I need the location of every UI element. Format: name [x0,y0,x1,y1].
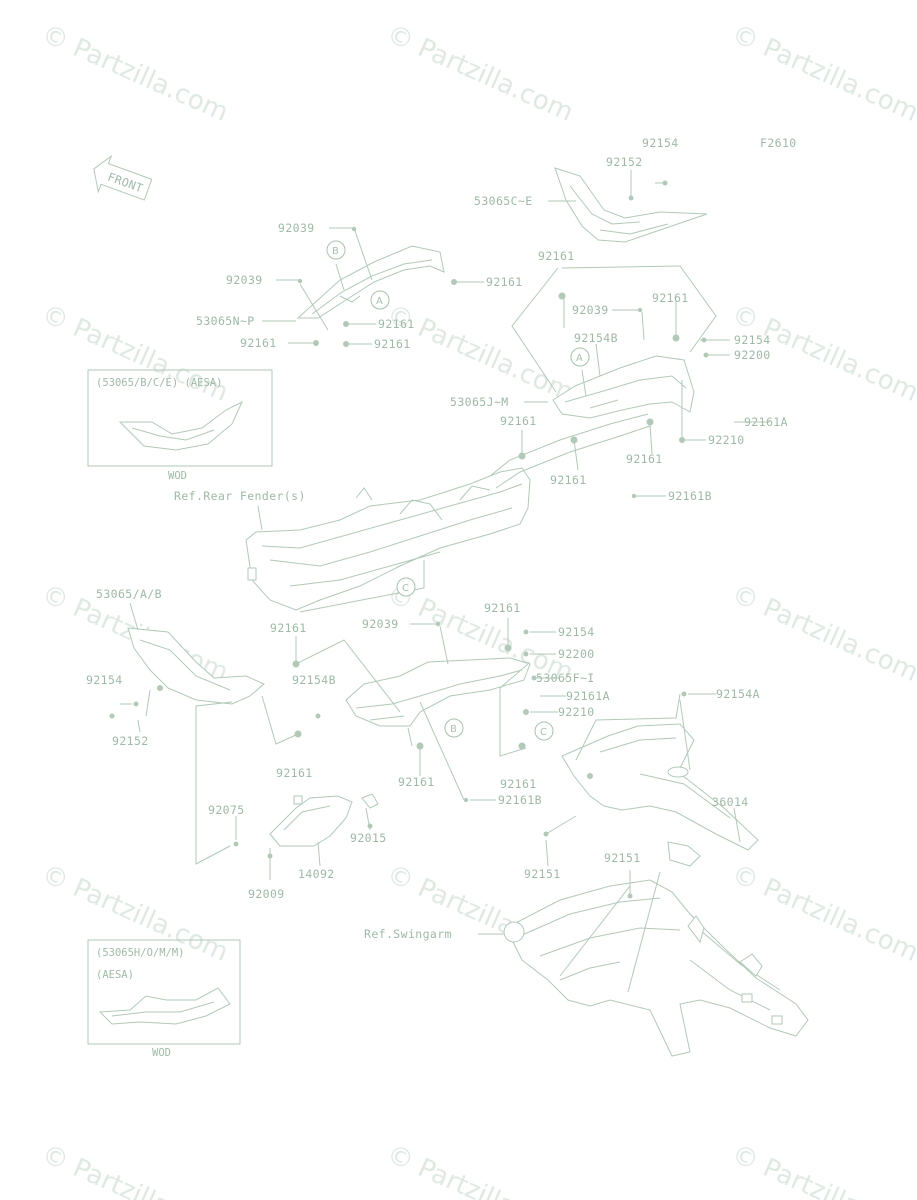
part-label: 92152 [606,155,643,169]
part-label: 53065N~P [196,314,255,328]
part-label: 92161B [498,793,542,807]
part-label: 92161 [270,621,307,635]
watermark-text: © Partzilla.com [727,19,917,128]
watermark-text: © Partzilla.com [382,299,577,408]
fastener-markers [109,180,709,899]
callout-c-upper: C [396,577,416,597]
part-label: 92154B [292,673,336,687]
watermark-text: © Partzilla.com [382,19,577,128]
part-label: 92039 [226,273,263,287]
ref-rear-fender-label: Ref.Rear Fender(s) [174,489,306,503]
part-label: 92161 [398,775,435,789]
part-label: 92161 [484,601,521,615]
part-label: 92161 [374,337,411,351]
part-label: 92154 [734,333,771,347]
watermark-text: © Partzilla.com [727,859,917,968]
watermark-text: © Partzilla.com [37,1139,232,1200]
part-label: 92161 [486,275,523,289]
part-label: 92161 [378,317,415,331]
callout-a-upper: A [370,290,390,310]
svg-text:C: C [540,727,547,738]
part-label: 92161 [500,414,537,428]
part-label: 92039 [572,303,609,317]
part-label: 92151 [524,867,561,881]
part-label: 92161 [550,473,587,487]
part-label: 92154 [558,625,595,639]
part-label: 53065/A/B [96,587,162,601]
part-label: 92039 [362,617,399,631]
part-label: 92210 [558,705,595,719]
svg-text:B: B [450,724,457,735]
callout-b-lower: B [444,718,464,738]
part-label: 92161 [652,291,689,305]
watermark-text: © Partzilla.com [37,19,232,128]
part-label: 92161 [626,452,663,466]
part-label: 92161A [744,415,788,429]
inset-box-lower-title: (53065H/O/M/M) [96,947,185,959]
inset-box-upper-title: (53065/B/C/E) (AESA) [96,377,222,389]
part-label: 92200 [734,348,771,362]
rear-frame-swingarm [503,879,809,1057]
part-label: 92154B [574,331,618,345]
part-label: 92015 [350,831,387,845]
seat-cowl-center [552,355,695,419]
side-cover-lower-left [127,627,265,705]
part-label: 36014 [712,795,749,809]
part-label: 92154A [716,687,760,701]
part-label: 53065F~I [536,671,595,685]
part-label: 92154 [642,136,679,150]
part-label: 92161 [500,777,537,791]
leader-lines [120,170,770,993]
part-label: 92152 [112,734,149,748]
side-cover-upper-left [296,245,445,319]
part-label: 92161B [668,489,712,503]
part-label: 92151 [604,851,641,865]
svg-text:A: A [576,353,583,364]
part-labels: 92154 92152 53065C~E 92039 92161 92039 5… [86,136,788,901]
svg-text:B: B [332,246,339,257]
battery-case [269,793,379,847]
part-label: 92075 [208,803,245,817]
part-label: 92210 [708,433,745,447]
part-label: 53065C~E [474,194,533,208]
part-label: 92039 [278,221,315,235]
callout-c-lower: C [534,721,554,741]
watermark-text: © Partzilla.com [382,1139,577,1200]
rear-fender-frame [245,413,651,611]
svg-text:A: A [376,296,383,307]
inset-box-upper-footer: WOD [168,470,187,482]
figure-code: F2610 [760,136,797,150]
part-label: 92161A [566,689,610,703]
seat-cover-upper [554,167,708,243]
part-label: 92009 [248,887,285,901]
ref-swingarm-label: Ref.Swingarm [364,927,452,941]
inset-box-aesa-upper: (53065/B/C/E) (AESA) WOD [87,369,273,482]
part-label: 53065J~M [450,395,509,409]
part-label: 14092 [298,867,335,881]
part-label: 92154 [86,673,123,687]
inset-box-lower-subtitle: (AESA) [96,969,134,981]
part-label: 92161 [538,249,575,263]
inset-box-aesa-lower: (53065H/O/M/M) (AESA) WOD [87,939,241,1059]
part-label: 92200 [558,647,595,661]
part-label: 92161 [240,336,277,350]
svg-text:C: C [402,583,409,594]
inset-box-lower-footer: WOD [152,1047,171,1059]
part-label: 92161 [276,766,313,780]
rear-fender [561,723,759,867]
watermark-text: © Partzilla.com [727,1139,917,1200]
front-arrow-icon: FRONT [93,154,153,201]
callout-a-center: A [570,347,590,367]
watermark-text: © Partzilla.com [727,579,917,688]
callout-b-upper: B [326,240,346,260]
side-cover-lower-center [345,657,531,727]
